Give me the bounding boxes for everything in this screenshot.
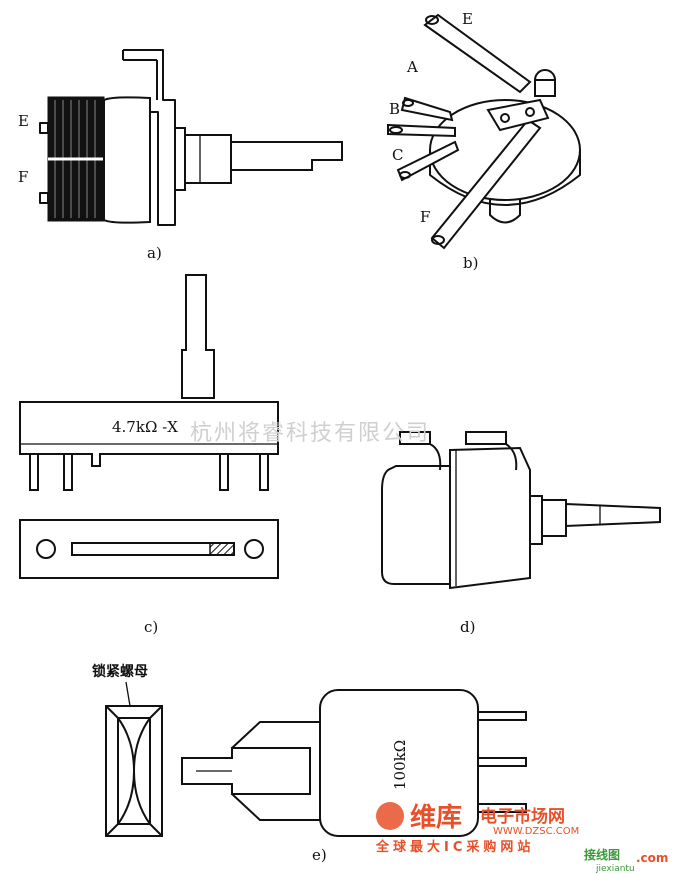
dzsc-slogan: 全球最大IC采购网站	[375, 839, 534, 855]
c-leg-1	[29, 453, 39, 491]
c-value-label: 4.7kΩ -X	[112, 418, 178, 436]
jiexiantu-com: .com	[636, 851, 668, 865]
figure-a: E F a)	[18, 49, 343, 262]
a-bushing	[184, 134, 232, 184]
dzsc-logo: 维库 电子市场网 WWW.DZSC.COM 全球最大IC采购网站	[375, 802, 579, 855]
b-pin-b	[387, 123, 456, 138]
e-pin-1	[477, 711, 527, 721]
b-pin-c-label: C	[392, 146, 403, 164]
c-shaft	[181, 274, 215, 399]
d-terminal-2	[465, 431, 507, 445]
figure-e: 锁紧螺母 100kΩ e)	[92, 663, 527, 864]
dzsc-logo-mark	[376, 802, 404, 830]
jiexiantu-brand: 接线图	[584, 847, 620, 862]
a-caption: a)	[147, 244, 162, 262]
b-pin-a-label: A	[406, 58, 418, 76]
c-leg-3	[219, 453, 229, 491]
d-pot-body	[449, 446, 531, 590]
b-caption: b)	[463, 254, 478, 272]
dzsc-url: WWW.DZSC.COM	[493, 826, 579, 837]
a-shaft	[230, 141, 343, 171]
c-caption: c)	[144, 618, 158, 636]
a-nut	[174, 127, 186, 191]
e-nut-label: 锁紧螺母	[92, 663, 148, 680]
d-shaft	[565, 502, 661, 528]
b-pin-f-label: F	[420, 208, 430, 226]
e-pin-2	[477, 757, 527, 767]
c-slider	[209, 542, 235, 556]
jiexiantu-url: jiexiantu	[595, 864, 635, 874]
a-pin-e-label: E	[18, 112, 29, 130]
b-shaft-stub	[489, 198, 521, 224]
a-terminal-f	[39, 192, 49, 204]
b-lever-e	[423, 13, 532, 94]
dzsc-subtitle: 电子市场网	[480, 806, 565, 827]
c-leg-4	[259, 453, 269, 491]
c-mount-hole-left	[36, 539, 56, 559]
figure-c: 4.7kΩ -X c)	[19, 274, 279, 636]
dzsc-brand: 维库	[410, 802, 462, 833]
jiexiantu-logo: 接线图 .com jiexiantu	[584, 847, 668, 874]
d-nut	[529, 495, 543, 545]
b-pin-a	[400, 96, 454, 122]
c-leg-2	[63, 453, 73, 491]
a-pin-f-label: F	[18, 168, 28, 186]
e-nut-leader	[125, 681, 131, 707]
figure-b: A B C E F b)	[387, 10, 581, 272]
b-body-side	[429, 150, 581, 206]
d-caption: d)	[460, 618, 475, 636]
d-terminal-1	[399, 431, 431, 445]
e-value-label: 100kΩ	[391, 740, 409, 790]
d-switch-box	[381, 465, 451, 585]
a-pot-housing	[103, 96, 151, 224]
d-bushing	[541, 499, 567, 537]
e-shaft	[181, 747, 311, 795]
e-caption: e)	[312, 846, 327, 864]
watermark-text: 杭州将睿科技有限公司	[190, 421, 430, 446]
a-terminal-e	[39, 122, 49, 134]
c-mount-hole-right	[244, 539, 264, 559]
figure-d: d)	[381, 431, 661, 636]
e-pin-3	[477, 803, 527, 813]
b-pin-e-label: E	[462, 10, 473, 28]
b-pin-b-label: B	[389, 100, 400, 118]
